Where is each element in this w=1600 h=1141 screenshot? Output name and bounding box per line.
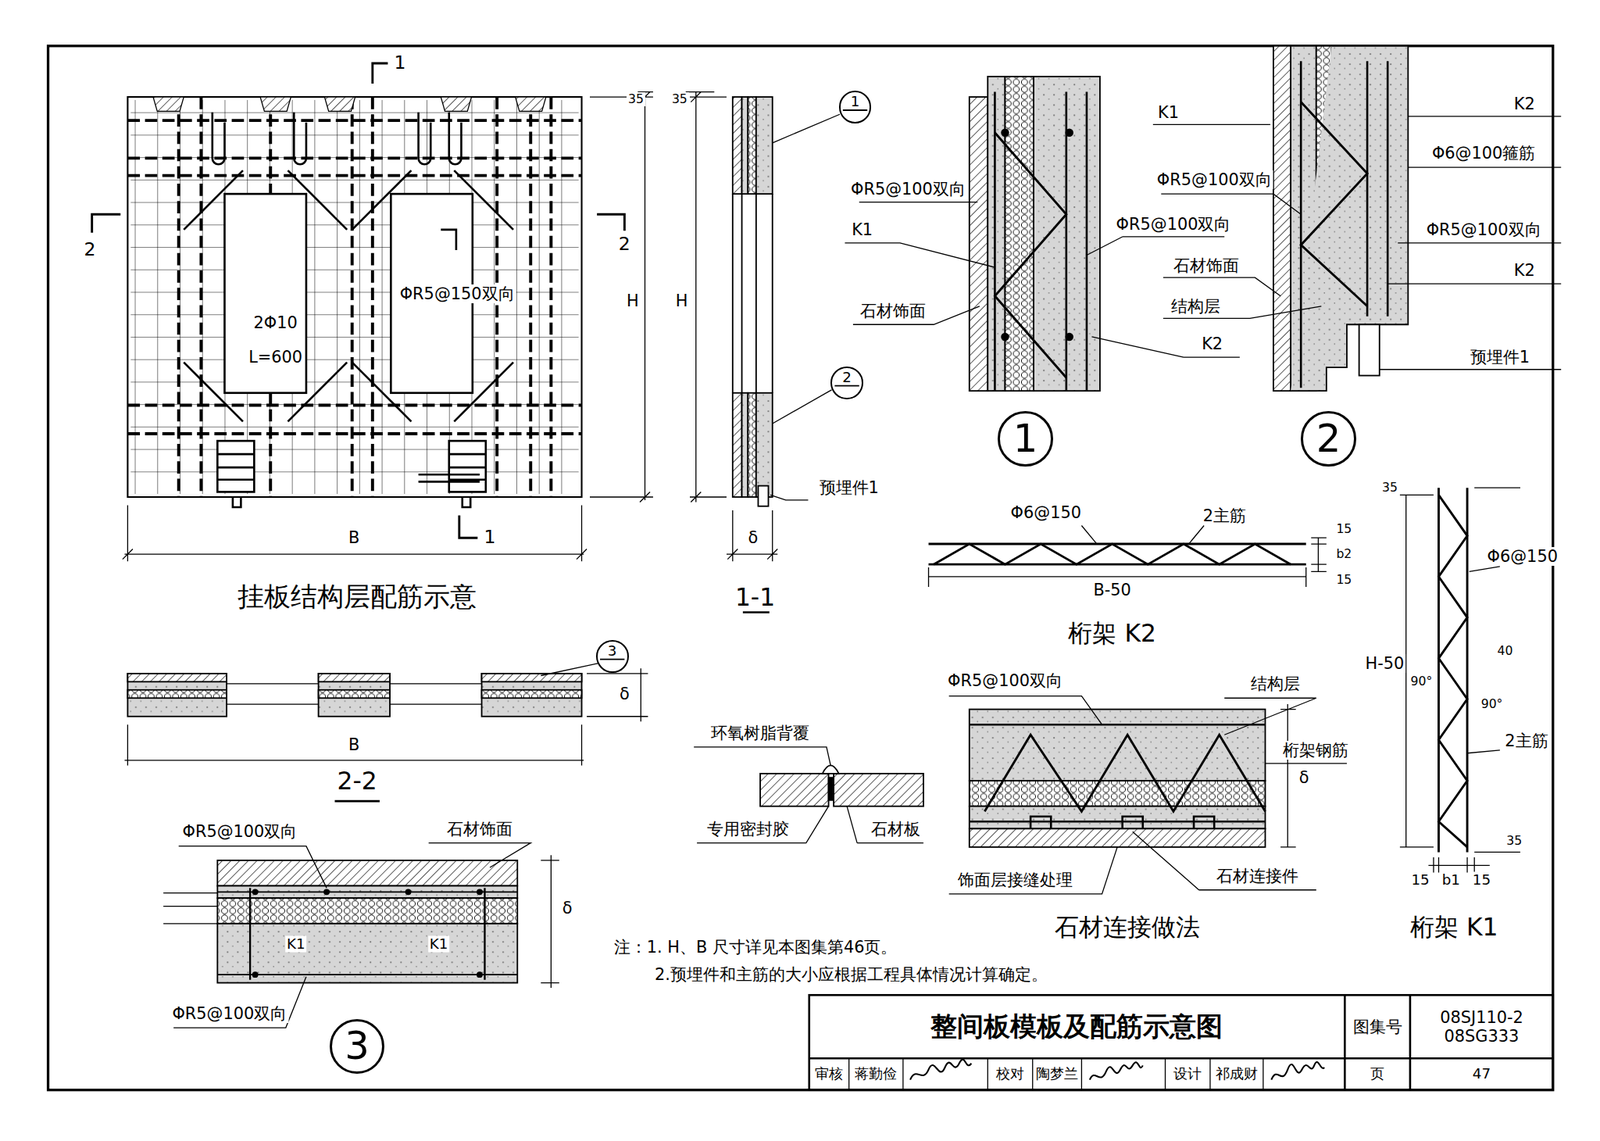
drawing-label: 审核 [813, 1065, 845, 1083]
drawing-label: 40 [1496, 643, 1515, 658]
drawing-label: ΦR5@100双向 [170, 1003, 289, 1023]
drawing-label: B-50 [1091, 580, 1133, 600]
drawing-label: 设计 [1171, 1065, 1204, 1083]
drawing-label: b2 [1334, 546, 1354, 561]
drawing-label: 2主筋 [1201, 506, 1248, 525]
drawing-label: 2主筋 [1503, 731, 1550, 750]
drawing-label: 桁架 K1 [1408, 912, 1500, 941]
drawing-label: H-50 [1364, 653, 1407, 673]
drawing-label: 页 [1368, 1065, 1386, 1083]
drawing-label: 35 [1504, 833, 1524, 848]
drawing-label: H [625, 291, 641, 311]
drawing-label: 陶梦兰 [1034, 1065, 1080, 1083]
drawing-title: 整间板模板及配筋示意图 [930, 1010, 1223, 1042]
drawing-label: 2 [617, 234, 633, 256]
callout-number: 2 [1316, 419, 1342, 459]
drawing-label: K1 [285, 935, 308, 953]
callout-number: 3 [607, 643, 618, 658]
drawing-label: δ [560, 898, 575, 918]
drawing-label: 35 [1380, 480, 1400, 495]
drawing-label: 石材连接做法 [1053, 912, 1202, 941]
drawing-label: 挂板结构层配筋示意 [235, 582, 479, 613]
detail-number-circle: 1 [997, 410, 1054, 467]
callout-number: 3 [344, 1026, 370, 1066]
drawing-label: 饰面层接缝处理 [956, 870, 1075, 890]
drawing-label: ΦR5@100双向 [1114, 214, 1233, 234]
drawing-label: δ [617, 684, 632, 704]
drawing-label: δ [746, 528, 761, 547]
drawing-label: K2 [1200, 334, 1225, 354]
drawing-label: 08SJ110-2 08SG333 [1418, 1007, 1545, 1046]
detail-number-circle: 2 [1300, 410, 1357, 467]
drawing-label: 35 [626, 92, 646, 107]
drawing-label: 石材饰面 [445, 819, 515, 839]
drawing-label: 2 [82, 239, 97, 261]
callout-circle: 1 [839, 90, 872, 124]
drawing-label: 石材饰面 [858, 301, 928, 321]
callout-circle: 2 [830, 366, 864, 400]
drawing-label: ΦR5@150双向 [398, 284, 517, 304]
drawing-label: 预埋件1 [1468, 347, 1532, 367]
drawing-label: ΦR5@100双向 [1425, 220, 1543, 240]
drawing-label: B [346, 528, 361, 547]
drawing-label: Φ6@150 [1485, 546, 1560, 566]
drawing-label: 15 [1409, 871, 1431, 888]
drawing-label: 1-1 [733, 582, 777, 611]
drawing-label: 2-2 [335, 766, 379, 795]
drawing-label: 预埋件1 [817, 478, 881, 497]
drawing-label: 专用密封胶 [705, 819, 791, 839]
drawing-label: 祁成财 [1214, 1065, 1260, 1083]
drawing-label: K1 [428, 935, 450, 953]
drawing-label: 15 [1471, 871, 1493, 888]
drawing-label: 环氧树脂背覆 [709, 723, 811, 743]
drawing-label: 47 [1471, 1065, 1493, 1083]
drawing-label: K1 [850, 220, 875, 240]
drawing-label: ΦR5@100双向 [1155, 170, 1274, 190]
drawing-label: H [674, 291, 690, 311]
drawing-label: 注：1. H、B 尺寸详见本图集第46页。 [612, 937, 900, 957]
drawing-label: 桁架钢筋 [1281, 740, 1350, 760]
drawing-label: 结构层 [1249, 674, 1302, 693]
drawing-label: 图集号 [1351, 1017, 1404, 1036]
drawing-label: K1 [1156, 103, 1181, 122]
drawing-label: 35 [670, 92, 690, 107]
drawing-label: 90° [1409, 674, 1435, 689]
drawing-label: 15 [1334, 521, 1354, 536]
callout-circle: 3 [596, 639, 629, 673]
drawing-label: K2 [1512, 260, 1537, 280]
drawing-label: ΦR5@100双向 [849, 179, 968, 199]
drawing-label: 蒋勤俭 [853, 1065, 899, 1083]
drawing-label: 桁架 K2 [1066, 618, 1158, 647]
drawing-label: Φ6@150 [1009, 503, 1083, 522]
callout-number: 2 [842, 370, 852, 385]
drawing-label: Φ6@100箍筋 [1430, 143, 1537, 163]
drawing-label: 1 [482, 527, 497, 549]
drawing-label: 1 [392, 52, 408, 74]
drawing-label: 石材连接件 [1214, 866, 1300, 886]
callout-number: 1 [850, 94, 861, 109]
drawing-label: K2 [1512, 94, 1537, 114]
drawing-label: 校对 [994, 1065, 1026, 1083]
drawing-label: b1 [1440, 871, 1462, 888]
drawing-label: 90° [1479, 696, 1505, 711]
drawing-label: 15 [1334, 572, 1354, 587]
drawing-label: δ [1297, 767, 1311, 787]
callout-number: 1 [1013, 419, 1039, 459]
drawing-label: 2.预埋件和主筋的大小应根据工程具体情况计算确定。 [653, 964, 1050, 984]
drawing-label: 2Φ10 [252, 313, 300, 333]
drawing-label: 石材饰面 [1171, 256, 1241, 275]
detail-number-circle: 3 [329, 1018, 386, 1075]
drawing-label: ΦR5@100双向 [946, 671, 1065, 690]
drawing-label: ΦR5@100双向 [180, 821, 299, 841]
drawing-label: 结构层 [1169, 296, 1222, 316]
drawing-label: B [346, 735, 361, 754]
drawing-label: L=600 [246, 347, 304, 367]
drawing-label: 石材板 [869, 819, 922, 839]
